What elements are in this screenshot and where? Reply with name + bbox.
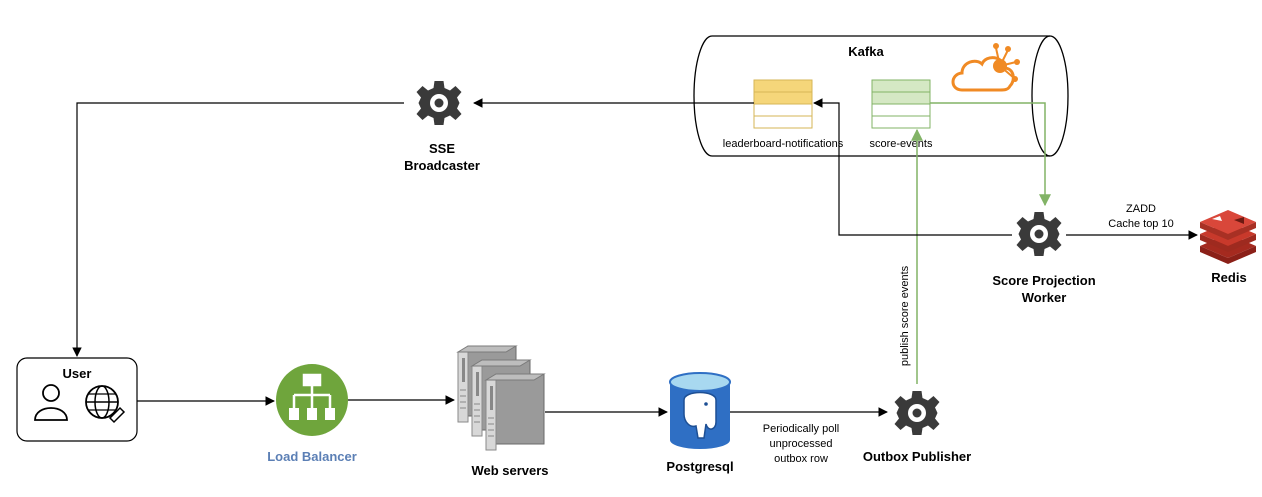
gear-icon [416, 81, 462, 125]
server-icon [457, 345, 545, 451]
person-icon [34, 384, 68, 421]
load-balancer: Load Balancer [267, 364, 357, 464]
edge-score-events-to-worker [930, 102, 1051, 207]
sse-broadcaster: SSE Broadcaster [404, 81, 480, 173]
sse-label-line2: Broadcaster [404, 158, 480, 173]
poll-line2: unprocessed [770, 438, 833, 450]
poll-line3: outbox row [774, 453, 828, 465]
score-projection-worker: Score Projection Worker [992, 212, 1096, 305]
database-icon [669, 372, 731, 449]
sse-label-line1: SSE [429, 141, 455, 156]
gear-icon [1016, 212, 1062, 256]
load-balancer-label: Load Balancer [267, 449, 357, 464]
edge-label-publish: publish score events [899, 265, 911, 366]
outbox-label: Outbox Publisher [863, 449, 971, 464]
topic-label: score-events [870, 138, 933, 150]
topic-leaderboard-notifications: leaderboard-notifications [723, 79, 844, 150]
topic-score-events: score-events [870, 79, 933, 150]
topic-label: leaderboard-notifications [723, 138, 844, 150]
worker-label-line1: Score Projection [992, 273, 1095, 288]
kafka-cloud-icon [951, 43, 1020, 92]
postgresql: Postgresql [666, 372, 734, 474]
user: User [16, 357, 138, 442]
web-servers: Web servers [457, 345, 549, 478]
elephant-icon [683, 391, 717, 439]
redis-label: Redis [1211, 270, 1246, 285]
edge-label-zadd: ZADD Cache top 10 [1108, 203, 1173, 230]
gear-icon [894, 391, 940, 435]
redis: Redis [1200, 210, 1256, 285]
edge-worker-to-notifications [813, 98, 1012, 236]
globe-icon [85, 385, 126, 424]
outbox-publisher: Outbox Publisher [863, 391, 971, 464]
kafka-title: Kafka [848, 44, 884, 59]
zadd-line1: ZADD [1126, 203, 1156, 215]
edge-label-poll: Periodically poll unprocessed outbox row [752, 420, 850, 466]
worker-label-line2: Worker [1022, 290, 1067, 305]
zadd-line2: Cache top 10 [1108, 218, 1173, 230]
edge-sse-to-user [72, 102, 404, 357]
postgres-label: Postgresql [666, 459, 733, 474]
redis-icon [1200, 210, 1256, 264]
poll-line1: Periodically poll [763, 423, 839, 435]
user-label: User [63, 366, 92, 381]
web-servers-label: Web servers [471, 463, 548, 478]
